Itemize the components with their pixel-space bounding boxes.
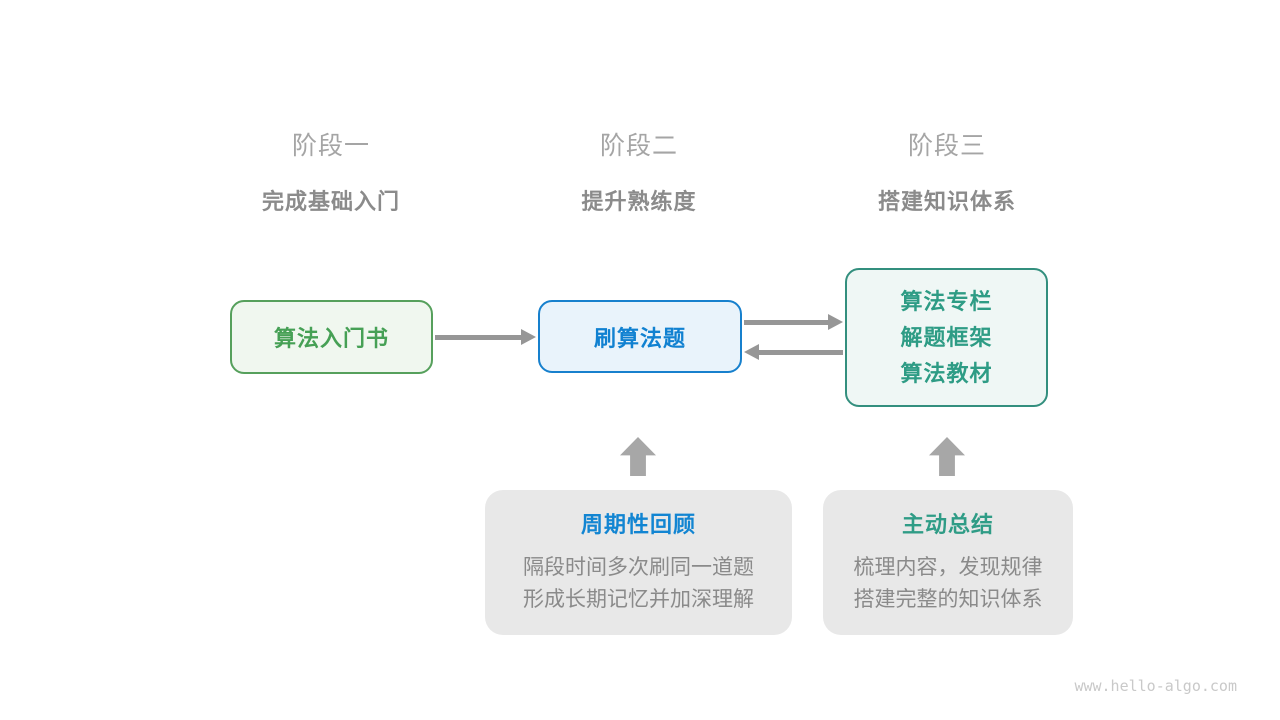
node-resources-line-2: 解题框架 bbox=[900, 324, 993, 350]
callout-periodic-review-body: 隔段时间多次刷同一道题 形成长期记忆并加深理解 bbox=[485, 552, 792, 616]
callout-periodic-review-title: 周期性回顾 bbox=[580, 512, 696, 537]
stage-2-label: 阶段二 bbox=[599, 132, 678, 160]
callout-active-summary-line-2: 搭建完整的知识体系 bbox=[853, 588, 1043, 611]
callout-periodic-review-line-1: 隔段时间多次刷同一道题 bbox=[523, 556, 754, 579]
up-arrow-summary-icon bbox=[929, 437, 965, 476]
stage-2-subtitle: 提升熟练度 bbox=[581, 189, 697, 214]
callout-periodic-review-line-2: 形成长期记忆并加深理解 bbox=[523, 588, 754, 611]
watermark-url: www.hello-algo.com bbox=[1074, 677, 1237, 695]
node-intro-book: 算法入门书 bbox=[230, 300, 433, 374]
stage-2-header: 阶段二 提升熟练度 bbox=[499, 126, 779, 216]
stage-3-subtitle: 搭建知识体系 bbox=[877, 189, 1016, 214]
arrow-resources-to-practice-icon bbox=[744, 344, 843, 360]
node-resources-line-3: 算法教材 bbox=[900, 360, 993, 386]
callout-periodic-review: 周期性回顾 隔段时间多次刷同一道题 形成长期记忆并加深理解 bbox=[485, 490, 792, 635]
arrow-shaft bbox=[744, 319, 828, 325]
callout-active-summary-line-1: 梳理内容，发现规律 bbox=[853, 556, 1043, 579]
node-intro-book-label: 算法入门书 bbox=[273, 326, 389, 351]
arrow-practice-to-resources-icon bbox=[744, 314, 843, 330]
stage-1-label: 阶段一 bbox=[291, 132, 370, 160]
stage-3-header: 阶段三 搭建知识体系 bbox=[807, 126, 1087, 216]
arrow-head-right-icon bbox=[521, 329, 536, 345]
arrow-head-right-icon bbox=[828, 314, 843, 330]
node-resources: 算法专栏 解题框架 算法教材 bbox=[845, 268, 1048, 407]
arrow-shaft bbox=[759, 349, 843, 355]
callout-active-summary: 主动总结 梳理内容，发现规律 搭建完整的知识体系 bbox=[823, 490, 1073, 635]
stage-1-header: 阶段一 完成基础入门 bbox=[191, 126, 471, 216]
up-arrow-review-icon bbox=[620, 437, 656, 476]
arrow-head-left-icon bbox=[744, 344, 759, 360]
node-practice-problems: 刷算法题 bbox=[538, 300, 742, 373]
callout-active-summary-body: 梳理内容，发现规律 搭建完整的知识体系 bbox=[823, 552, 1073, 616]
node-practice-problems-label: 刷算法题 bbox=[593, 325, 686, 351]
callout-active-summary-title: 主动总结 bbox=[901, 512, 994, 537]
node-resources-line-1: 算法专栏 bbox=[900, 288, 993, 314]
arrow-shaft bbox=[435, 334, 521, 340]
stage-1-subtitle: 完成基础入门 bbox=[261, 189, 400, 214]
stage-3-label: 阶段三 bbox=[907, 132, 986, 160]
arrow-book-to-practice-icon bbox=[435, 329, 536, 345]
